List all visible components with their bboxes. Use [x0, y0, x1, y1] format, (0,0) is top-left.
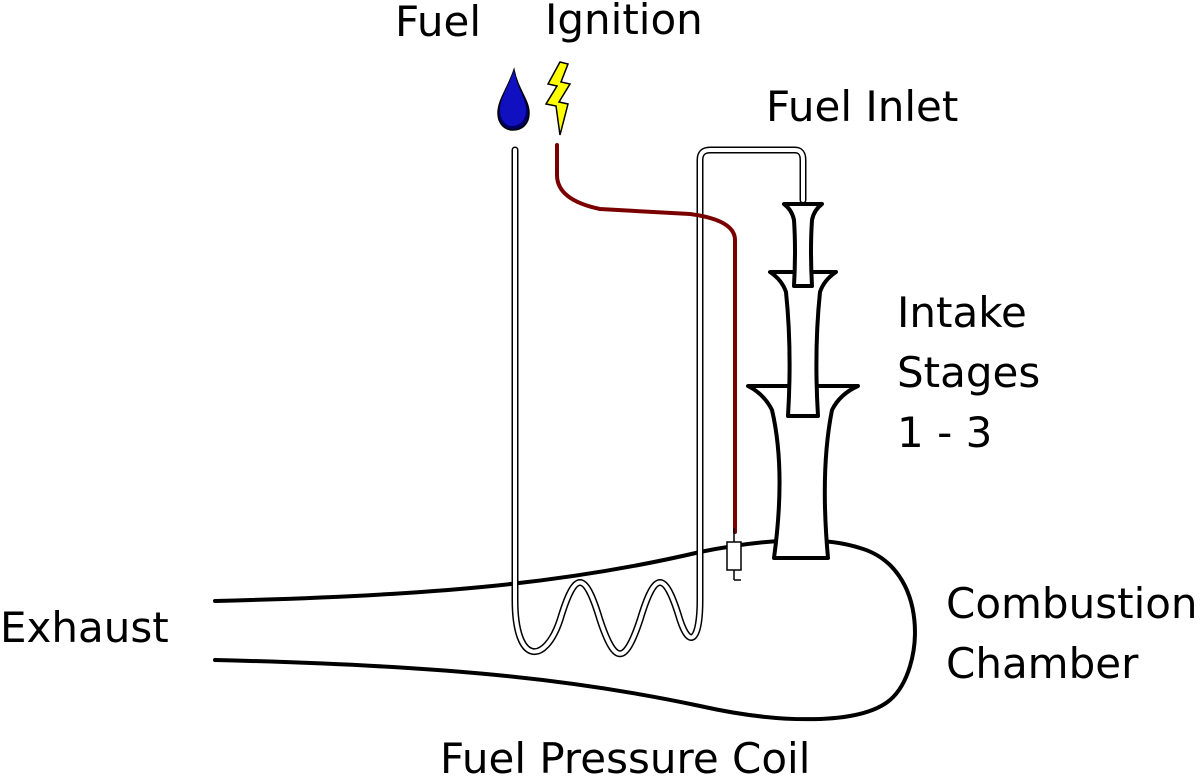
exhaust-top-wall	[213, 538, 917, 722]
ignition-wire	[555, 143, 737, 534]
label-fuel-inlet: Fuel Inlet	[766, 82, 958, 131]
label-combustion-line2: Chamber	[946, 639, 1139, 688]
spark-plug	[726, 528, 742, 581]
lightning-bolt-icon	[544, 61, 572, 136]
label-combustion-line1: Combustion	[946, 579, 1198, 628]
label-intake-line1: Intake	[897, 288, 1027, 337]
label-fuel-pressure-coil: Fuel Pressure Coil	[440, 734, 810, 777]
label-intake-line3: 1 - 3	[897, 408, 992, 457]
fuel-tube	[511, 146, 807, 657]
intake-stage-1	[782, 202, 824, 288]
label-fuel: Fuel	[395, 0, 481, 46]
label-exhaust: Exhaust	[0, 603, 169, 652]
label-intake-line2: Stages	[897, 348, 1040, 397]
label-ignition: Ignition	[545, 0, 703, 44]
intake-stage-3	[746, 384, 860, 560]
fuel-drop-icon	[497, 67, 530, 131]
intake-stage-2	[768, 270, 838, 418]
